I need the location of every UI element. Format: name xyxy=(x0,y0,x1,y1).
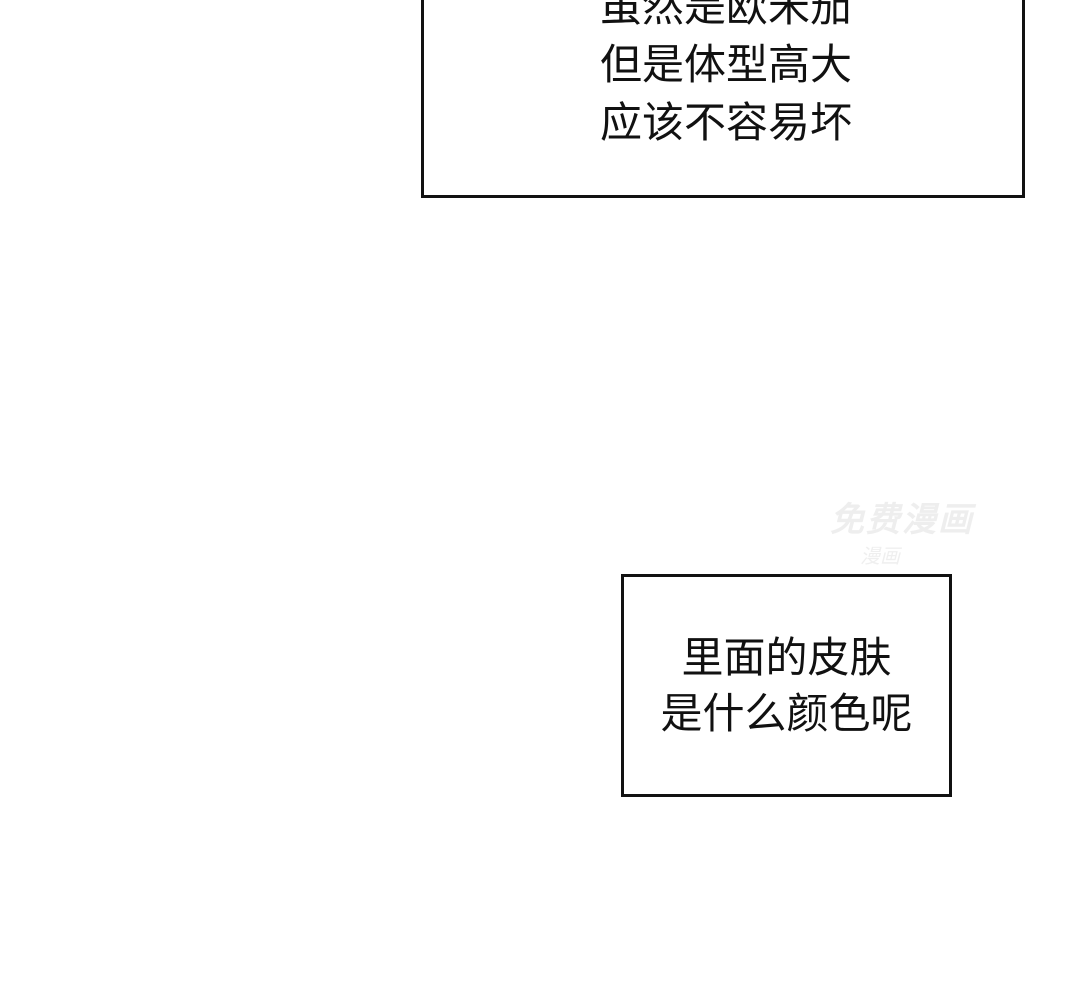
caption-line: 是什么颜色呢 xyxy=(660,689,913,738)
caption-line: 但是体型高大 xyxy=(599,40,852,89)
caption-line: 里面的皮肤 xyxy=(681,633,892,682)
caption-line: 应该不容易坏 xyxy=(599,98,852,147)
caption-line: 虽然是欧米茄 xyxy=(599,0,852,31)
caption-box-1: 虽然是欧米茄 但是体型高大 应该不容易坏 xyxy=(421,0,1025,198)
watermark: 免费漫画 xyxy=(830,500,974,540)
watermark-sub: 漫画 xyxy=(860,544,900,568)
caption-box-2: 里面的皮肤 是什么颜色呢 xyxy=(621,574,952,797)
